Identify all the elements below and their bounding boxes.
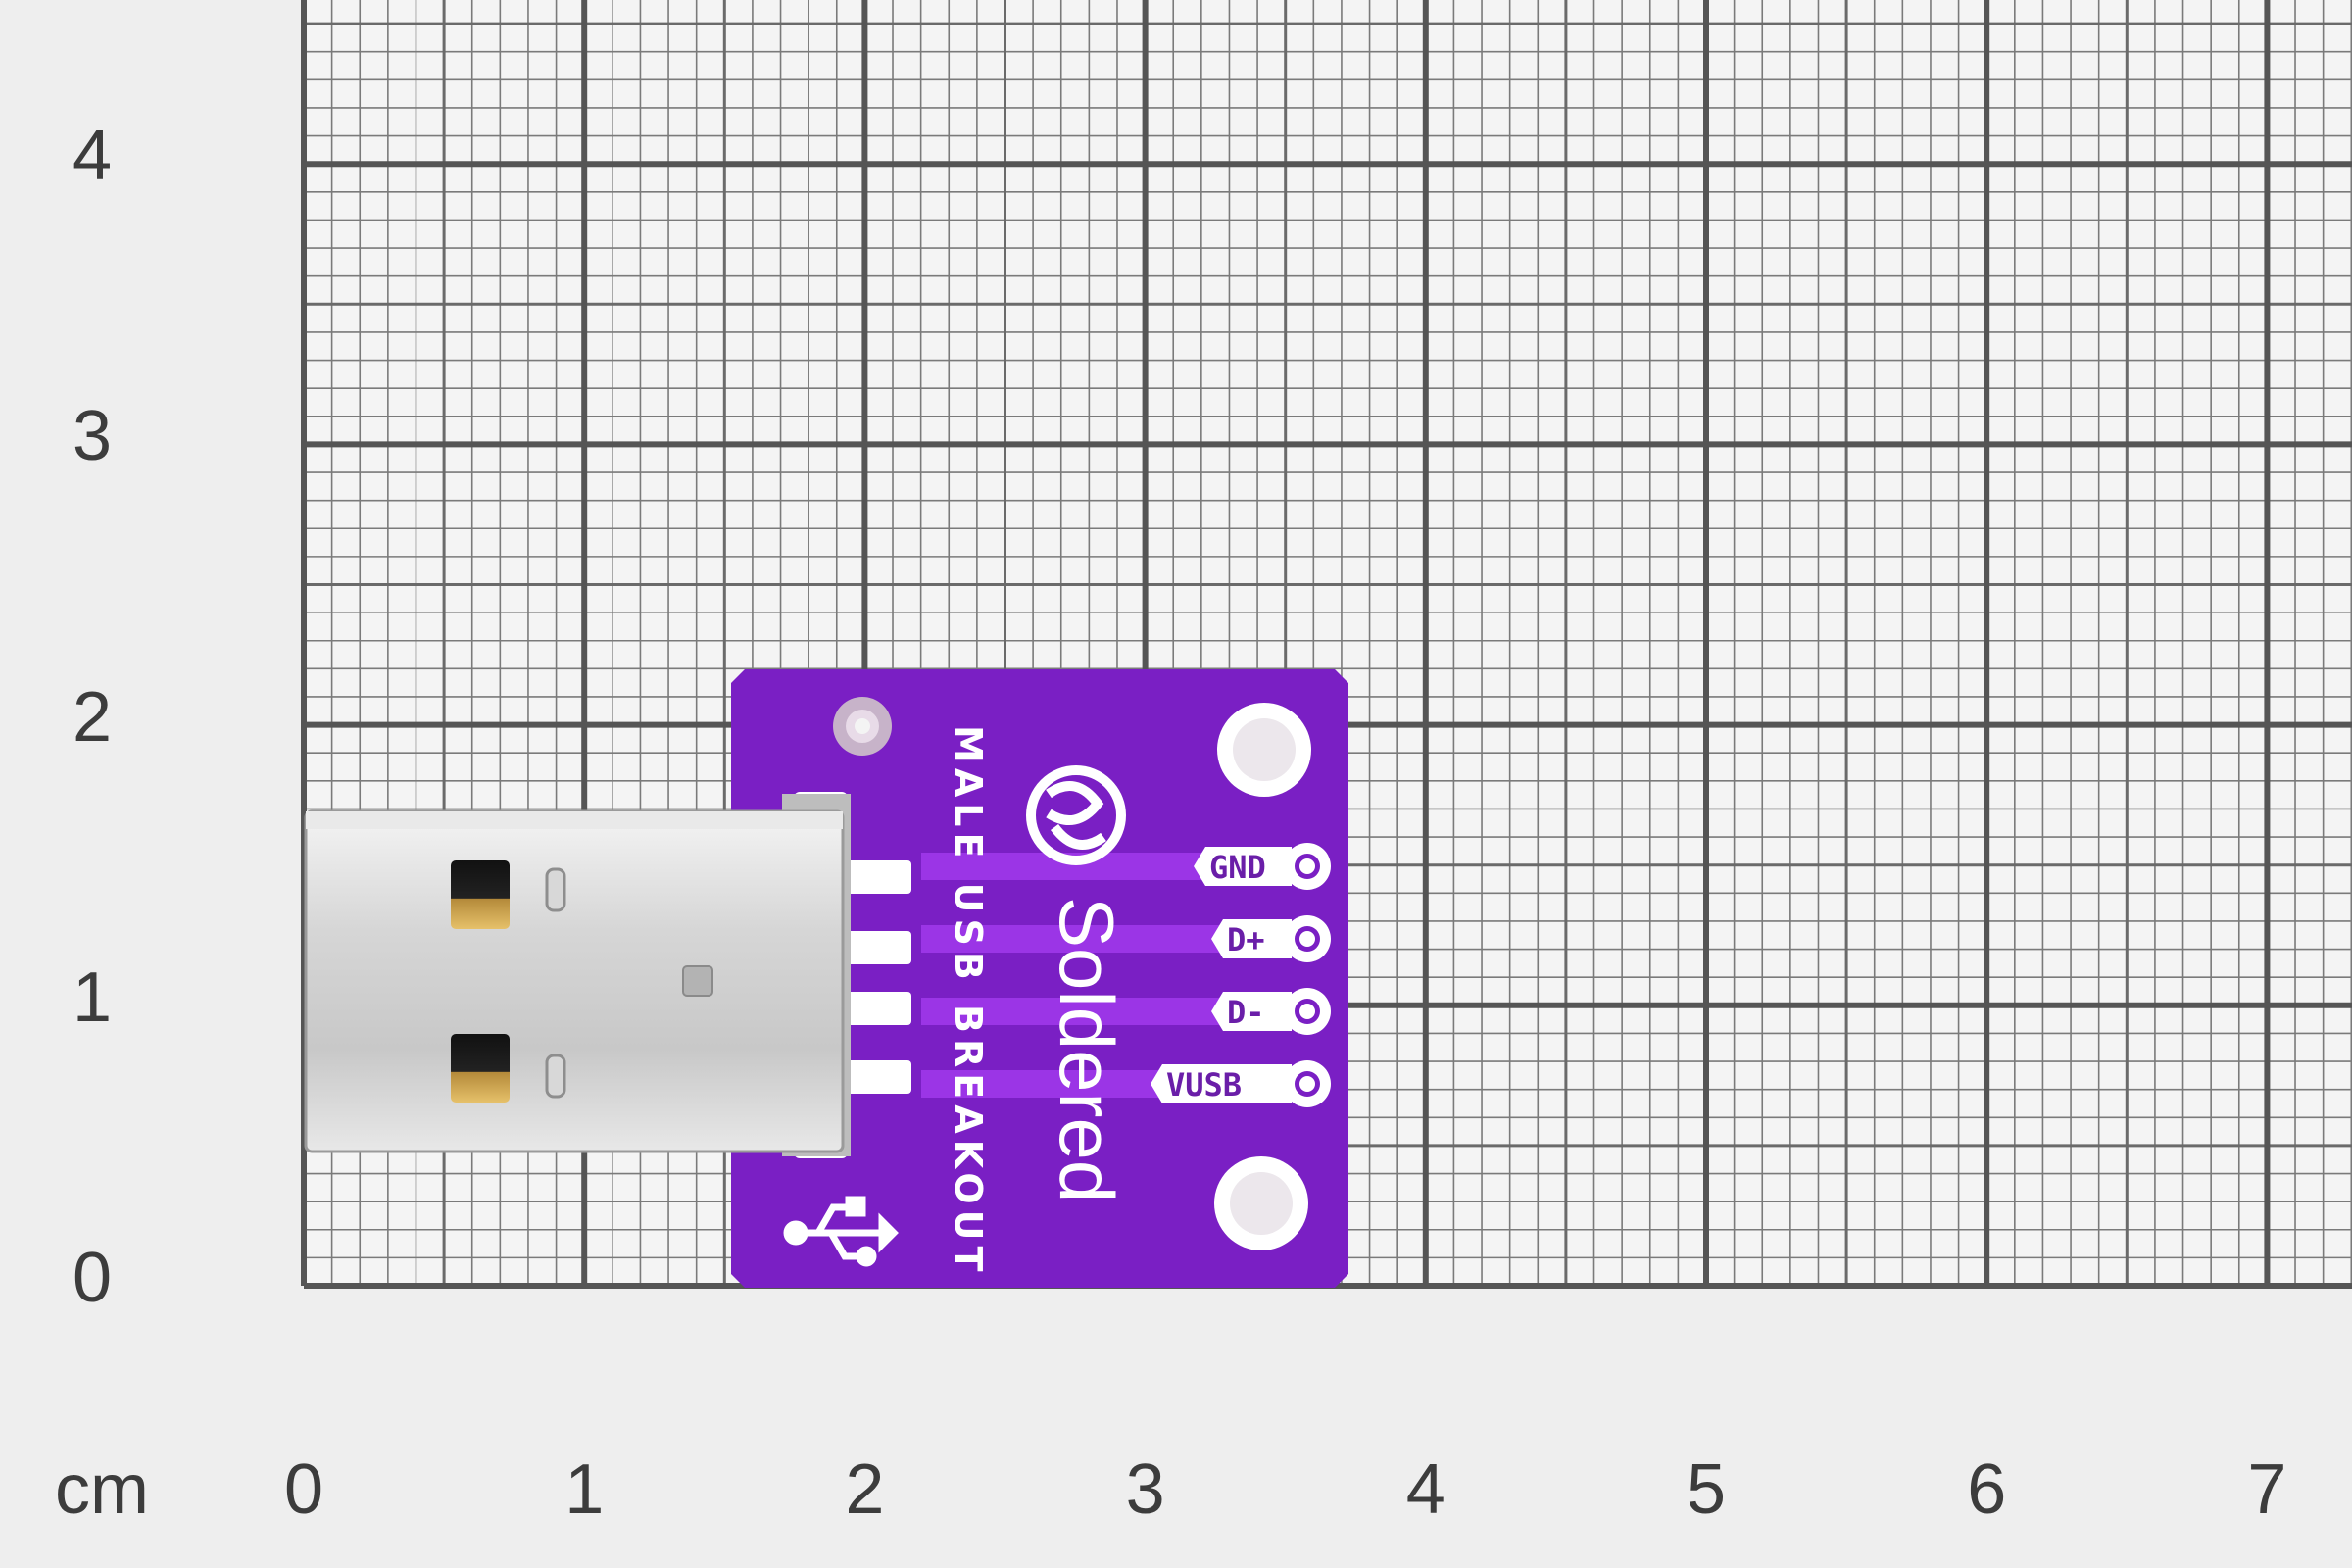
pin-label: D+ — [1227, 921, 1265, 958]
usb-symbol-icon — [783, 1196, 899, 1267]
usb-a-plug — [304, 794, 851, 1156]
plug-slot-top-icon — [451, 860, 510, 929]
ruler-y-tick-2: 2 — [73, 677, 113, 757]
ruler-y-tick-4: 4 — [73, 117, 113, 196]
board-title: MALE USB BREAKOUT — [947, 725, 990, 1277]
ruler-unit-label: cm — [55, 1450, 149, 1529]
ruler-y-tick-0: 0 — [73, 1239, 113, 1317]
ruler-x-tick-7: 7 — [2247, 1450, 2287, 1529]
brand-name: Soldered — [1044, 897, 1130, 1202]
ruler-x-tick-5: 5 — [1687, 1450, 1727, 1529]
pin-gnd: GND — [1194, 843, 1331, 890]
pin-dminus: D- — [1211, 988, 1331, 1035]
ruler-x-tick-1: 1 — [564, 1450, 605, 1529]
pin-vusb: VUSB — [1151, 1060, 1331, 1107]
ruler-x-tick-4: 4 — [1405, 1450, 1446, 1529]
pin-label: D- — [1227, 994, 1265, 1031]
ruler-x-tick-3: 3 — [1125, 1450, 1165, 1529]
ruler-x-tick-0: 0 — [284, 1450, 324, 1529]
pin-label: VUSB — [1166, 1066, 1242, 1103]
ruler-x-tick-6: 6 — [1967, 1450, 2007, 1529]
ruler-y-tick-1: 1 — [73, 957, 113, 1037]
plug-slot-bottom-icon — [451, 1034, 510, 1102]
ruler-y-tick-3: 3 — [73, 397, 113, 476]
ruler-x-tick-2: 2 — [845, 1450, 885, 1529]
pin-label: GND — [1209, 849, 1266, 886]
pin-dplus: D+ — [1211, 915, 1331, 962]
soldered-logo-icon — [1026, 765, 1126, 865]
